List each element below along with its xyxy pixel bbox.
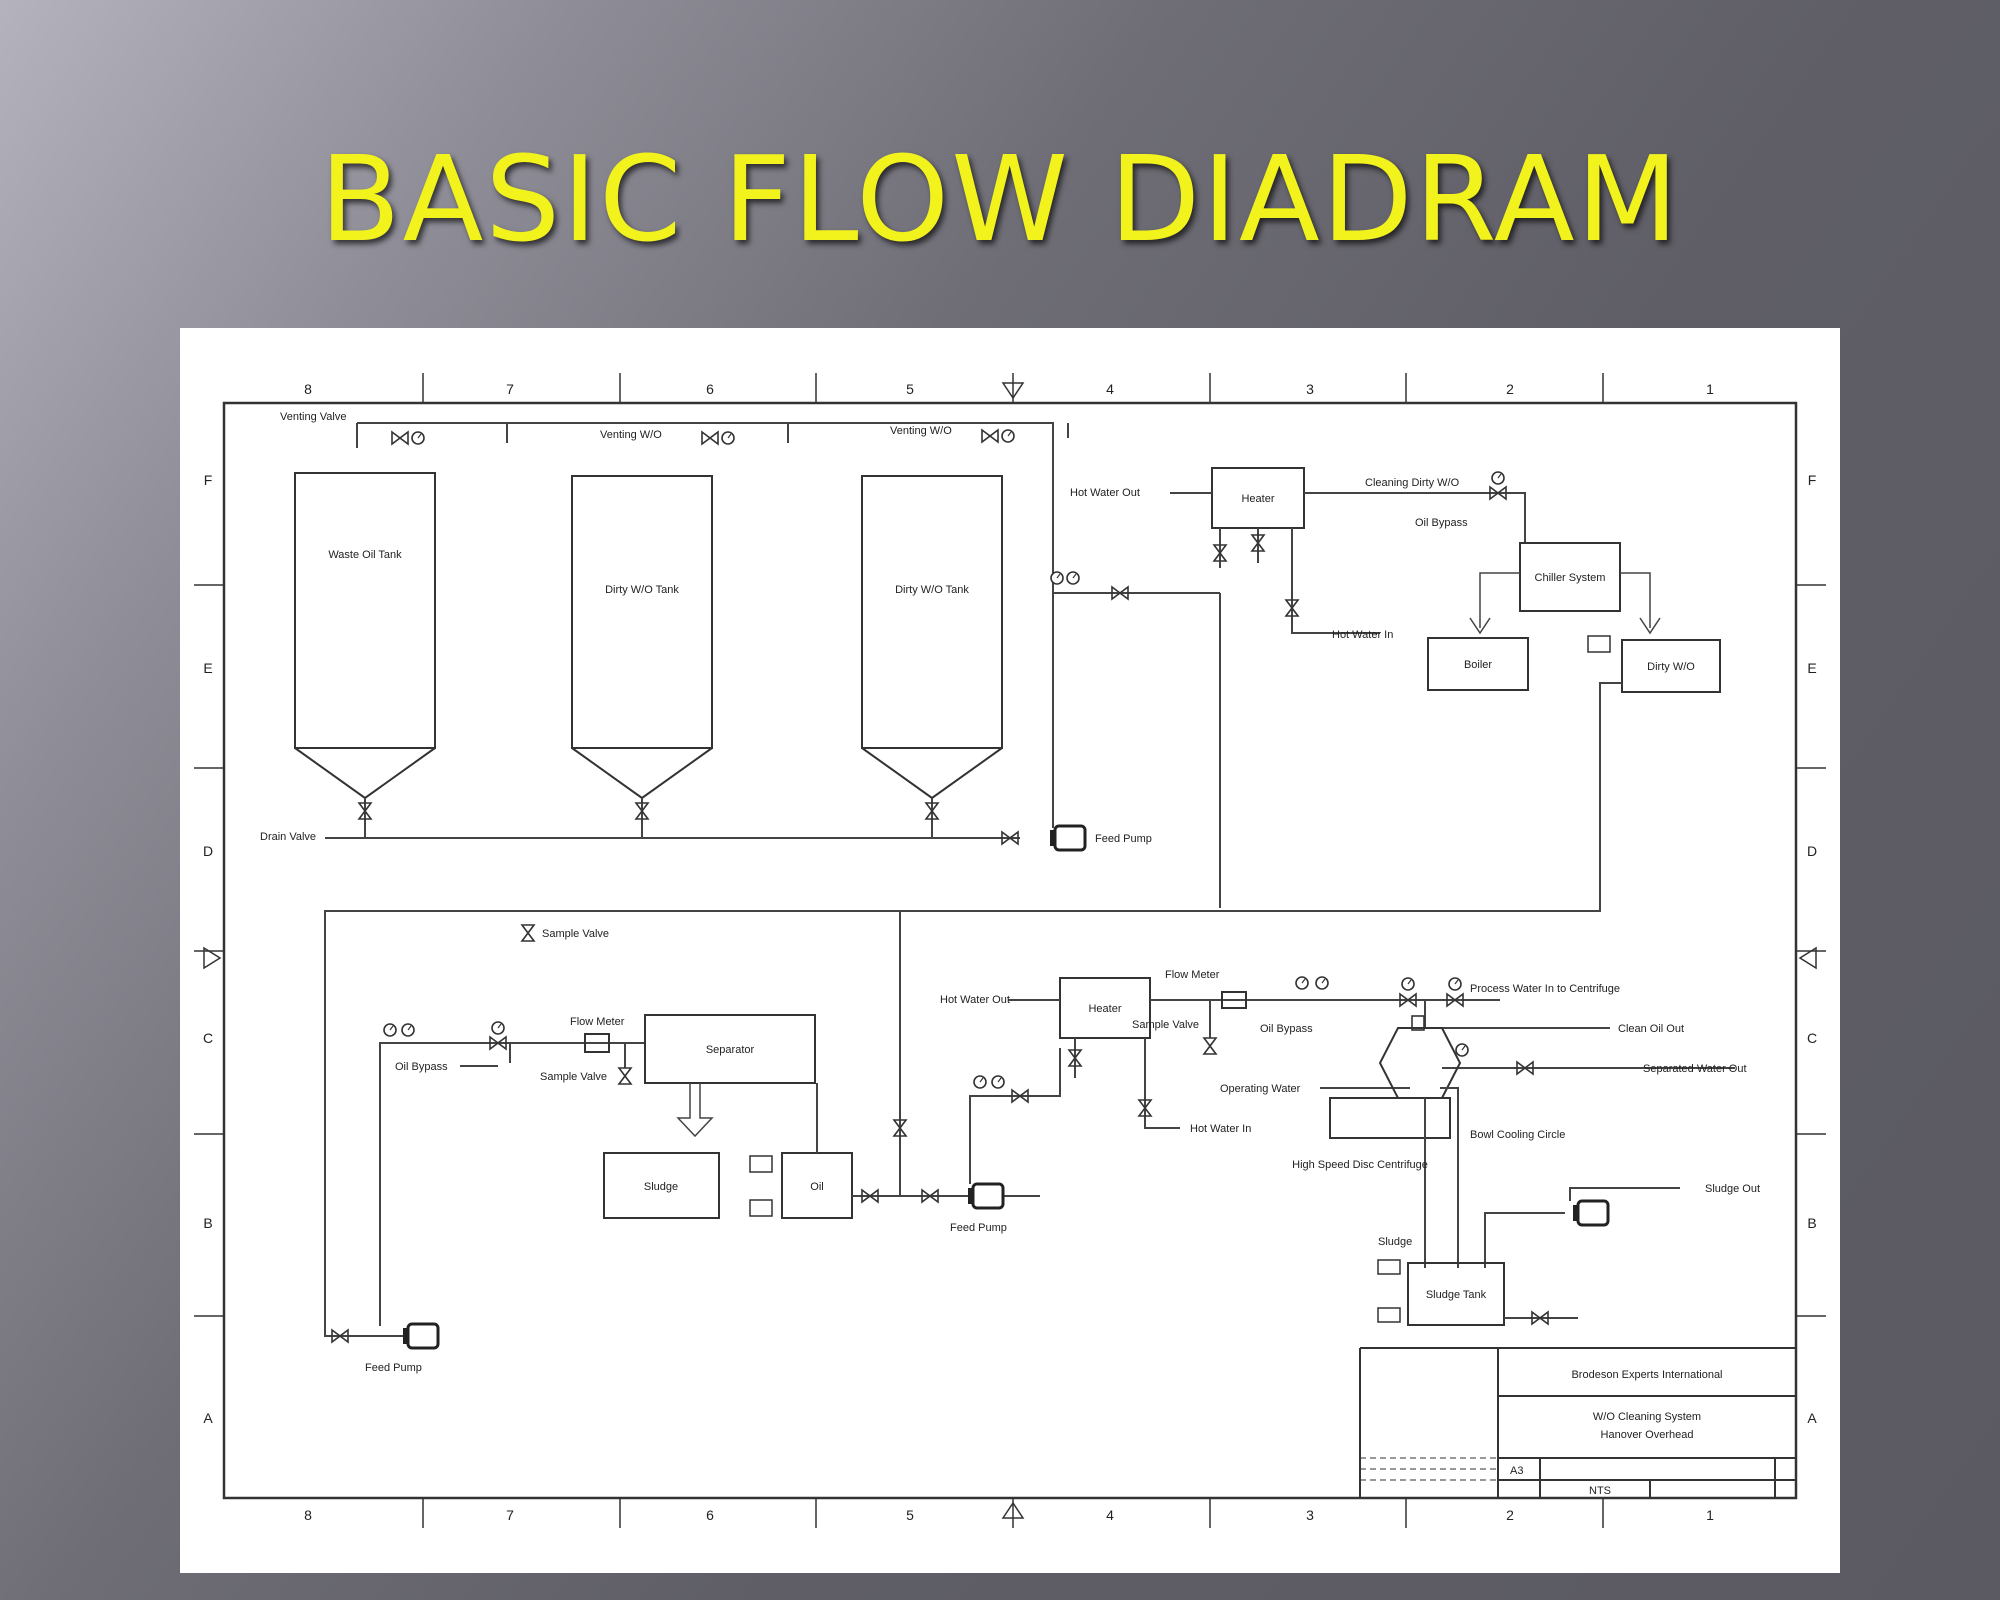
title-block-title: W/O Cleaning System: [1593, 1411, 1701, 1423]
tank-label: Dirty W/O Tank: [895, 584, 969, 596]
feed-pump-label: Feed Pump: [950, 1222, 1007, 1234]
venting-valve-label: Venting Valve: [280, 411, 346, 423]
grid-col-label: 8: [304, 381, 312, 397]
heater-label: Heater: [1241, 493, 1274, 505]
grid-row-label: A: [1807, 1410, 1817, 1426]
separated-water-out-label: Separated Water Out: [1643, 1063, 1747, 1075]
grid-col-label: 8: [304, 1507, 312, 1523]
drain-valve-label: Drain Valve: [260, 831, 316, 843]
venting-wo-label: Venting W/O: [600, 429, 662, 441]
grid-row-label: C: [1807, 1030, 1817, 1046]
grid-row-label: B: [203, 1215, 212, 1231]
chiller-system: [1519, 542, 1621, 612]
sludge-label: Sludge: [1378, 1236, 1412, 1248]
grid-col-label: 7: [506, 1507, 514, 1523]
grid-row-label: D: [1807, 843, 1817, 859]
sample-valve-label: Sample Valve: [1132, 1019, 1199, 1031]
chiller-label: Chiller System: [1535, 572, 1606, 584]
hot-water-out-label: Hot Water Out: [1070, 487, 1140, 499]
boiler: [1427, 637, 1529, 691]
vent-header: [356, 422, 1069, 828]
grid-col-label: 2: [1506, 381, 1514, 397]
flow-meter-label: Flow Meter: [570, 1016, 625, 1028]
grid-row-label: E: [1807, 660, 1816, 676]
flow-meter-label: Flow Meter: [1165, 969, 1220, 981]
oil-bypass-label: Oil Bypass: [1260, 1023, 1313, 1035]
feed-pump-label: Feed Pump: [1095, 833, 1152, 845]
separator-label: Separator: [706, 1044, 755, 1056]
grid-col-label: 1: [1706, 1507, 1714, 1523]
hot-water-out-label: Hot Water Out: [940, 994, 1010, 1006]
grid-col-label: 7: [506, 381, 514, 397]
grid-col-label: 4: [1106, 1507, 1114, 1523]
waste-oil-tank: Waste Oil Tank: [294, 472, 436, 838]
drawing-sheet: 8 7 6 5 4 3 2 1 8 7 6 5 4 3 2 1 F E D C …: [180, 328, 1840, 1573]
grid-col-label: 5: [906, 381, 914, 397]
dirty-wo-box: [1621, 639, 1721, 693]
grid-col-label: 6: [706, 381, 714, 397]
grid-col-label: 5: [906, 1507, 914, 1523]
drawing-border: [222, 401, 1798, 1500]
oil-bypass-label: Oil Bypass: [395, 1061, 448, 1073]
title-block-size: A3: [1510, 1465, 1523, 1477]
grid-row-label: D: [203, 843, 213, 859]
title-block: Brodeson Experts International W/O Clean…: [1359, 1347, 1796, 1498]
slide-title: BASIC FLOW DIADRAM: [319, 130, 1681, 268]
title-block-company: Brodeson Experts International: [1571, 1369, 1722, 1381]
bowl-cooling-label: Bowl Cooling Circle: [1470, 1129, 1565, 1141]
boiler-label: Boiler: [1464, 659, 1492, 671]
process-water-label: Process Water In to Centrifuge: [1470, 983, 1620, 995]
oil-label: Oil: [810, 1181, 823, 1193]
sample-valve-label: Sample Valve: [540, 1071, 607, 1083]
grid-ticks: [194, 373, 1826, 1528]
sludge-out-label: Sludge Out: [1705, 1183, 1760, 1195]
separator: [644, 1014, 816, 1084]
grid-col-label: 6: [706, 1507, 714, 1523]
feed-pump-label: Feed Pump: [365, 1362, 422, 1374]
title-block-subtitle: Hanover Overhead: [1601, 1429, 1694, 1441]
dirty-wo-tank-2: Dirty W/O Tank: [861, 475, 1003, 838]
grid-row-label: F: [204, 472, 213, 488]
oil-bypass-label: Oil Bypass: [1415, 517, 1468, 529]
grid-col-label: 3: [1306, 381, 1314, 397]
sample-valve-label: Sample Valve: [542, 928, 609, 940]
grid-col-label: 4: [1106, 381, 1114, 397]
process-flow-diagram: 8 7 6 5 4 3 2 1 8 7 6 5 4 3 2 1 F E D C …: [194, 373, 1826, 1528]
center-markers: [203, 382, 1817, 1519]
hot-water-in-label: Hot Water In: [1332, 629, 1393, 641]
hot-water-in-label: Hot Water In: [1190, 1123, 1251, 1135]
outlet-line: [1053, 592, 1221, 908]
sludge-label: Sludge: [644, 1181, 678, 1193]
grid-col-label: 2: [1506, 1507, 1514, 1523]
heater-label: Heater: [1088, 1003, 1121, 1015]
cleaning-dirty-wo-label: Cleaning Dirty W/O: [1365, 477, 1460, 489]
operating-water-label: Operating Water: [1220, 1083, 1301, 1095]
grid-row-label: B: [1807, 1215, 1816, 1231]
heater-lower: [1059, 977, 1151, 1039]
grid-row-label: F: [1808, 472, 1817, 488]
tank-label: Dirty W/O Tank: [605, 584, 679, 596]
grid-row-label: E: [203, 660, 212, 676]
grid-row-label: A: [203, 1410, 213, 1426]
sludge-box: [603, 1152, 720, 1219]
clean-oil-out-label: Clean Oil Out: [1618, 1023, 1684, 1035]
sludge-tank: [1407, 1262, 1505, 1326]
title-block-number: NTS: [1589, 1485, 1611, 1497]
venting-wo-label: Venting W/O: [890, 425, 952, 437]
dirty-wo-label: Dirty W/O: [1647, 661, 1695, 673]
sludge-tank-label: Sludge Tank: [1426, 1289, 1487, 1301]
grid-row-label: C: [203, 1030, 213, 1046]
grid-col-label: 1: [1706, 381, 1714, 397]
grid-col-label: 3: [1306, 1507, 1314, 1523]
centrifuge-label: High Speed Disc Centrifuge: [1292, 1159, 1428, 1171]
tank-label: Waste Oil Tank: [328, 549, 402, 561]
centrifuge: [1329, 1015, 1462, 1139]
dirty-wo-tank-1: Dirty W/O Tank: [571, 475, 713, 838]
